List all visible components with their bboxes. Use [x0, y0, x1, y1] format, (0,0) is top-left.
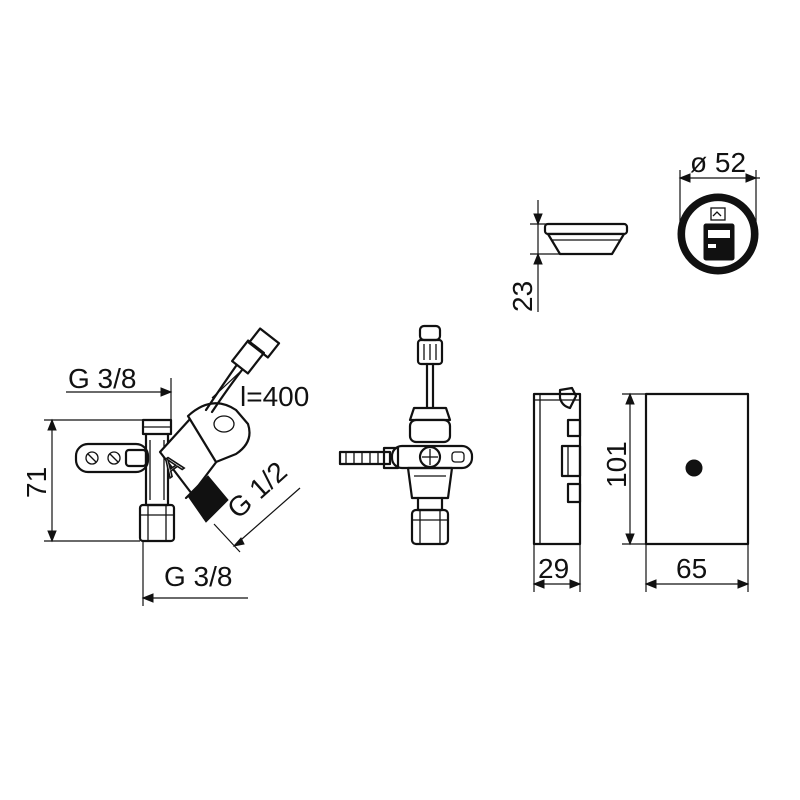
dim-box-width-label: 65 — [676, 553, 707, 584]
dim-box-height-label: 101 — [601, 441, 632, 488]
dim-cable-length-label: l=400 — [240, 381, 309, 412]
dim-outlet-thread-side-label: G 1/2 — [221, 456, 293, 525]
dim-cover-diameter-label: ø 52 — [690, 147, 746, 178]
dim-outlet-thread-bottom-label: G 3/8 — [164, 561, 232, 592]
dim-box-depth-label: 29 — [538, 553, 569, 584]
valve-front-view — [338, 324, 474, 546]
vertical-pipe — [138, 418, 176, 543]
valve-side-view: A G 3/8 l=400 — [21, 327, 309, 606]
box-front-view: 101 65 — [601, 392, 750, 592]
dim-height: 71 — [21, 418, 143, 543]
cover-front-view: ø 52 — [677, 147, 760, 275]
dim-inlet-thread-top-label: G 3/8 — [68, 363, 136, 394]
cover-side-view: 23 — [507, 200, 629, 312]
sensor-window-icon — [703, 207, 735, 261]
dim-cable-length: l=400 — [211, 371, 309, 412]
dim-cover-height-label: 23 — [507, 281, 538, 312]
dim-outlet-thread-bottom: G 3/8 — [141, 541, 248, 606]
box-side-view: 29 — [532, 386, 582, 592]
angled-valve-body: A — [155, 402, 251, 523]
sensor-dot — [685, 459, 703, 477]
dim-outlet-thread-side: G 1/2 — [213, 456, 301, 553]
mounting-bracket — [74, 442, 150, 474]
dim-inlet-thread-top: G 3/8 — [66, 363, 173, 420]
dim-height-label: 71 — [21, 467, 52, 498]
